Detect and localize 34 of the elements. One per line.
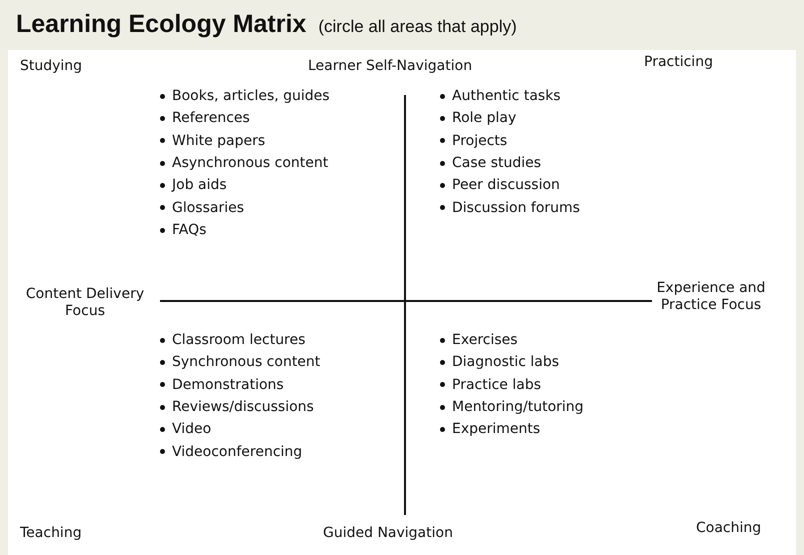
- bullet-item: Peer discussion: [452, 177, 560, 194]
- axis-label: Experience and Practice Focus: [656, 280, 766, 314]
- instruction-note: (circle all areas that apply): [318, 17, 517, 37]
- bullet-item: Job aids: [172, 177, 227, 194]
- bullet-item: Discussion forums: [452, 200, 580, 216]
- bullet-item: Video: [172, 421, 212, 438]
- title: Learning Ecology Matrix: [16, 10, 306, 39]
- bullet-item: Videoconferencing: [172, 444, 302, 460]
- bullet-item: Classroom lectures: [172, 332, 306, 349]
- bullet-item: Reviews/discussions: [172, 398, 314, 416]
- quadrant-label: Practicing: [644, 54, 713, 71]
- bullet-item: Case studies: [452, 154, 542, 172]
- quadrant-label: Teaching: [20, 525, 82, 542]
- bullet-item: Practice labs: [452, 376, 542, 394]
- bullet-item: Demonstrations: [172, 376, 284, 394]
- axis-label: Learner Self-Navigation: [308, 58, 472, 75]
- axis-label: Guided Navigation: [323, 525, 453, 542]
- bullet-item: Role play: [452, 110, 516, 128]
- bullet-item: Exercises: [452, 332, 518, 349]
- quadrant-label: Coaching: [696, 520, 762, 537]
- bullet-item: FAQs: [172, 222, 206, 239]
- bullet-item: Mentoring/tutoring: [452, 398, 584, 416]
- quadrant-label: Studying: [20, 58, 82, 75]
- bullet-item: Projects: [452, 132, 508, 150]
- axis-label: Content Delivery Focus: [24, 286, 146, 320]
- bullet-item: Experiments: [452, 421, 540, 438]
- bullet-item: Glossaries: [172, 200, 244, 216]
- bullet-item: Books, articles, guides: [172, 88, 330, 105]
- bullet-item: References: [172, 110, 250, 128]
- bullet-item: Asynchronous content: [172, 154, 328, 172]
- bullet-item: White papers: [172, 132, 266, 150]
- bullet-item: Synchronous content: [172, 354, 320, 372]
- bullet-item: Authentic tasks: [452, 88, 561, 105]
- bullet-item: Diagnostic labs: [452, 354, 560, 372]
